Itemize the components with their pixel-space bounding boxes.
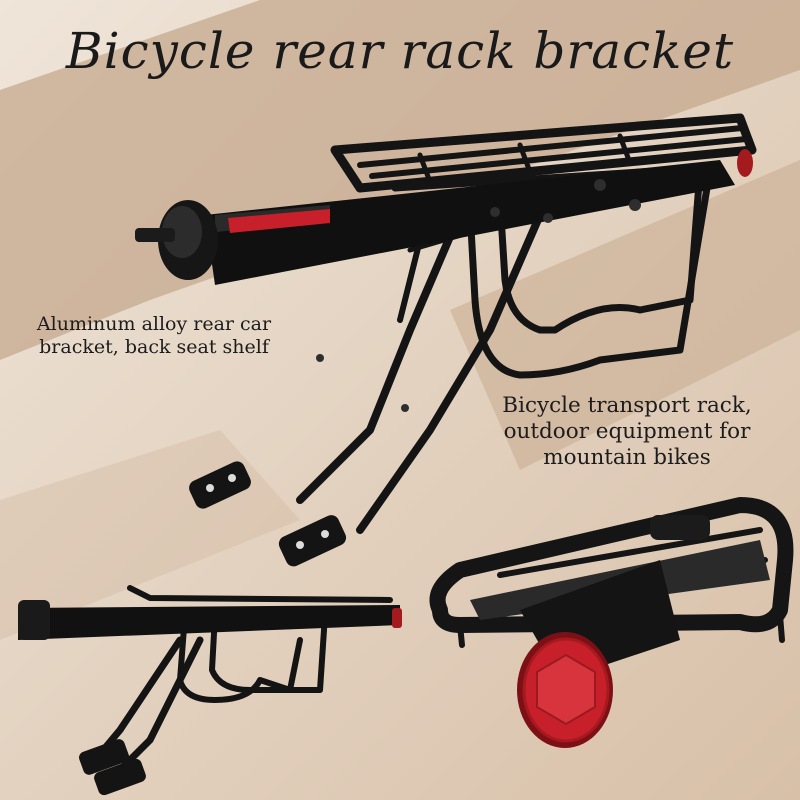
caption-left: Aluminum alloy rear car bracket, back se… <box>4 313 304 359</box>
caption-right-line: outdoor equipment for <box>503 419 751 445</box>
caption-left-line: Aluminum alloy rear car <box>36 313 272 335</box>
caption-left-line: bracket, back seat shelf <box>39 336 269 359</box>
caption-right: Bicycle transport rack, outdoor equipmen… <box>462 393 792 472</box>
page-title: Bicycle rear rack bracket <box>65 22 735 80</box>
caption-right-line: mountain bikes <box>543 445 711 471</box>
caption-right-line: Bicycle transport rack, <box>502 393 752 418</box>
